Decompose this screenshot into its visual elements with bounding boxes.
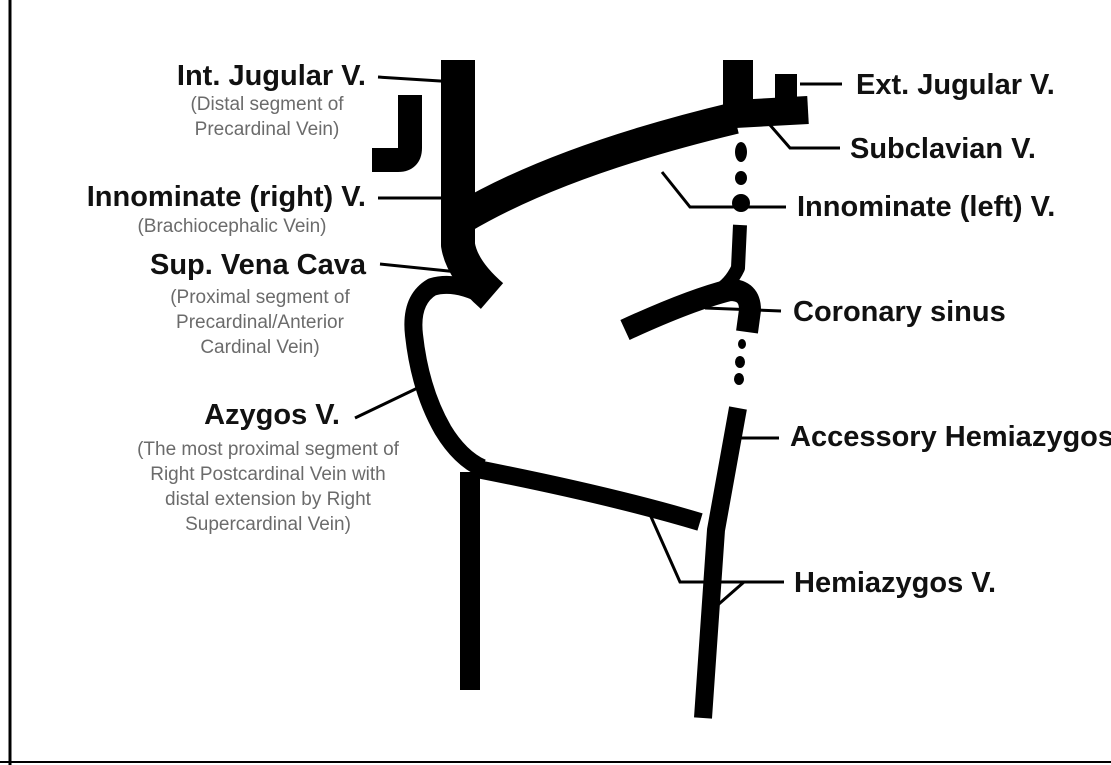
svc-note: (Proximal segment of bbox=[170, 287, 350, 308]
innominate-left-leader bbox=[662, 172, 786, 207]
coronary-sinus-vein bbox=[625, 290, 750, 332]
accessory-hemiazygos-label: Accessory Hemiazygos bbox=[790, 421, 1111, 453]
innominate-right-note: (Brachiocephalic Vein) bbox=[137, 216, 326, 237]
subclavian-leader bbox=[770, 125, 840, 148]
hemiazygos-vein bbox=[703, 408, 738, 718]
azygos-leader bbox=[355, 383, 428, 418]
svc-note: Precardinal/Anterior bbox=[176, 312, 345, 333]
coronary-sinus-leader bbox=[705, 308, 781, 311]
crossover-vein bbox=[472, 468, 700, 522]
vein-dot bbox=[732, 194, 750, 212]
vein-dot bbox=[738, 339, 746, 349]
azygos-note: Supercardinal Vein) bbox=[185, 514, 351, 535]
subclavian-vein bbox=[735, 110, 808, 114]
int-jugular-note: (Distal segment of bbox=[190, 94, 344, 115]
vein-dot bbox=[735, 356, 745, 368]
azygos-note: distal extension by Right bbox=[165, 489, 372, 510]
azygos-note: Right Postcardinal Vein with bbox=[150, 464, 386, 485]
innominate-left-vein bbox=[462, 118, 735, 218]
ext-jugular-label: Ext. Jugular V. bbox=[856, 69, 1055, 101]
svc-label: Sup. Vena Cava bbox=[150, 249, 367, 281]
right-upper-branch-vein bbox=[372, 95, 410, 160]
innominate-left-label: Innominate (left) V. bbox=[797, 191, 1055, 223]
vein-dot bbox=[735, 142, 747, 162]
azygos-note: (The most proximal segment of bbox=[137, 439, 400, 460]
int-jugular-note: Precardinal Vein) bbox=[195, 119, 340, 140]
vein-shapes bbox=[372, 60, 808, 718]
coronary-sinus-label: Coronary sinus bbox=[793, 296, 1006, 328]
subclavian-label: Subclavian V. bbox=[850, 133, 1036, 165]
innominate-right-label: Innominate (right) V. bbox=[87, 181, 366, 213]
hemiazygos-label: Hemiazygos V. bbox=[794, 567, 996, 599]
vein-dot bbox=[734, 373, 744, 385]
svc-note: Cardinal Vein) bbox=[200, 337, 319, 358]
azygos-arch-vein bbox=[413, 285, 485, 468]
int-jugular-label: Int. Jugular V. bbox=[177, 60, 366, 92]
azygos-label: Azygos V. bbox=[204, 399, 340, 431]
svc-leader bbox=[380, 264, 458, 272]
int-jugular-vein bbox=[458, 60, 492, 296]
vein-dot bbox=[735, 171, 747, 185]
